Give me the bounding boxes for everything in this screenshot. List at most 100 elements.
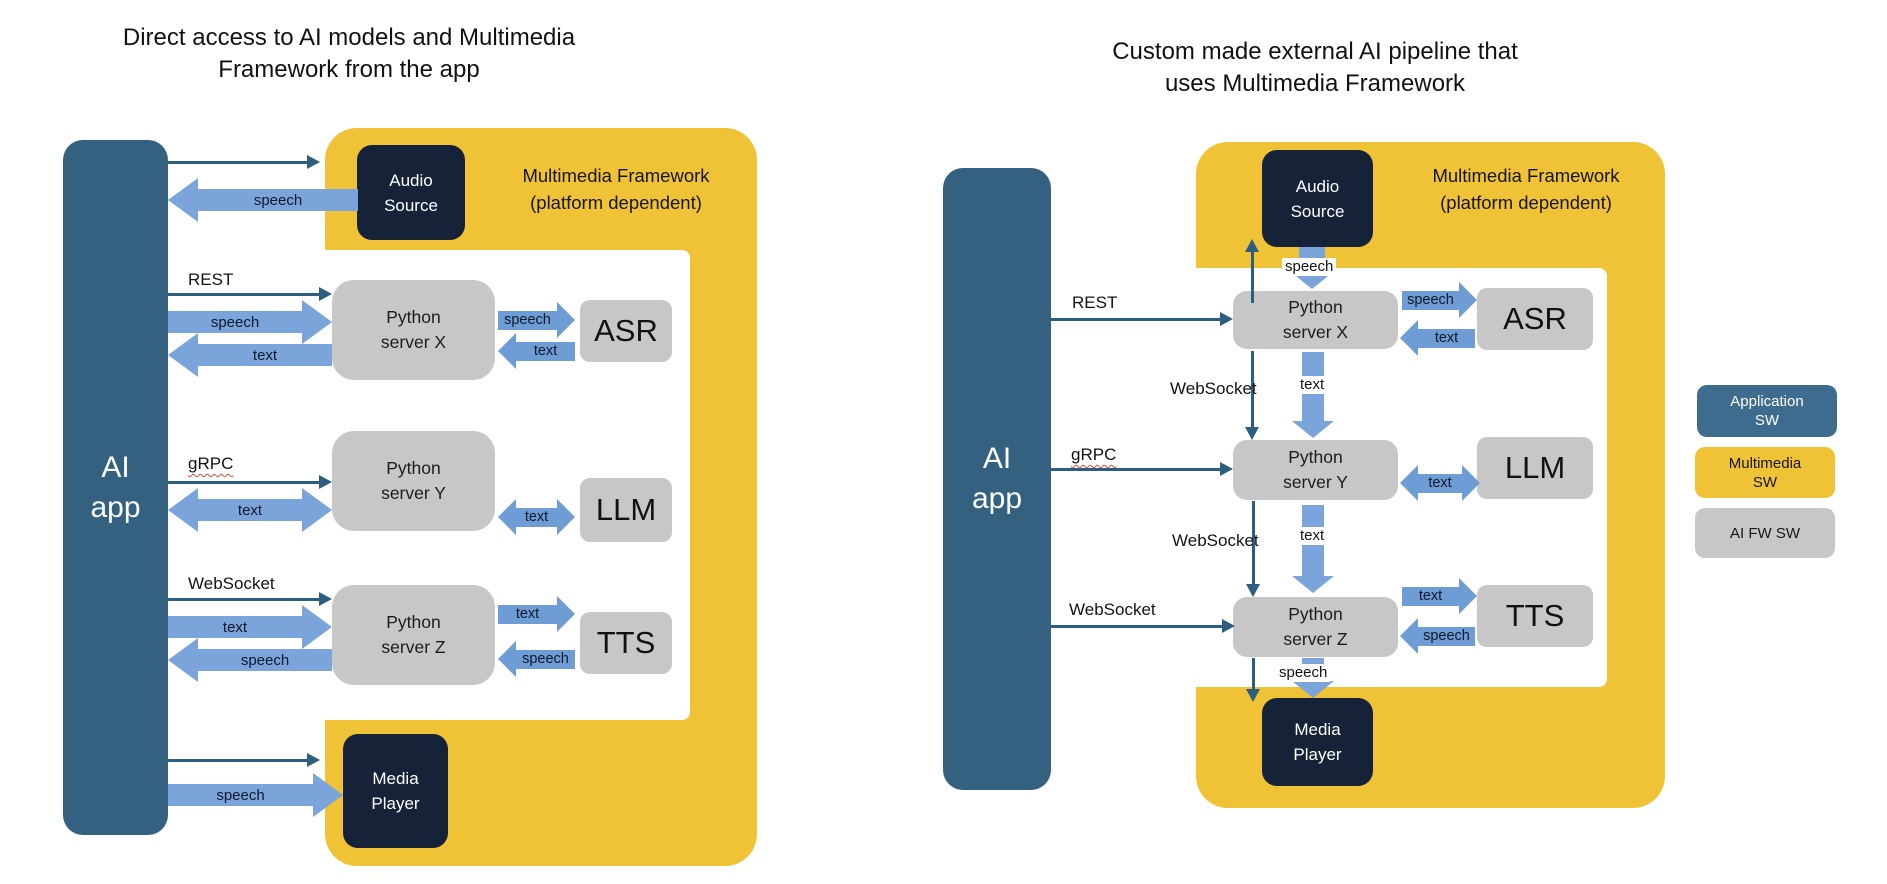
arrow-head-right-icon [557, 596, 575, 632]
left-text-arrow-server-z-to-tts: text [498, 596, 575, 632]
right-text-label-x-y: text [1297, 376, 1328, 394]
arrow-head-right-icon [557, 302, 575, 338]
right-text-arrow-server-y-llm-bidirectional: text [1400, 465, 1480, 501]
right-text-arrow-server-x-to-server-y [1292, 352, 1334, 438]
left-text-arrow-server-y-llm-bidirectional: text [498, 499, 575, 535]
left-rest-label: REST [188, 270, 234, 289]
legend-ai-fw-sw: AI FW SW [1695, 508, 1835, 558]
left-framework-label: Multimedia Framework (platform dependent… [522, 165, 710, 213]
arrow-head-right-icon [302, 300, 332, 344]
arrow-head-left-icon [168, 178, 198, 222]
arrow-head-left-icon [1400, 320, 1418, 356]
arrow-label: text [533, 343, 558, 359]
arrow-label: text [1428, 475, 1452, 491]
right-thin-arrow-rest [1051, 312, 1233, 326]
right-speech-label-media-player: speech [1276, 664, 1331, 682]
left-python-server-z-box: Python server Z [332, 585, 495, 685]
arrow-label: speech [210, 313, 260, 331]
arrow-head-right-icon [1459, 578, 1477, 614]
arrow-head-left-icon [168, 638, 198, 682]
legend-application-sw: Application SW [1697, 385, 1837, 437]
right-python-server-y-box: Python server Y [1233, 440, 1398, 500]
left-media-player-box: Media Player [343, 734, 448, 848]
arrow-label: text [1434, 330, 1459, 346]
arrow-label: text [237, 501, 263, 519]
right-python-server-x-box: Python server X [1233, 291, 1398, 349]
right-grpc-label: gRPC [1071, 445, 1117, 464]
arrow-head-right-icon [557, 499, 575, 535]
right-rest-label: REST [1072, 293, 1118, 312]
right-asr-box: ASR [1477, 288, 1593, 350]
arrow-head-left-icon [498, 499, 516, 535]
legend-multimedia-sw: Multimedia SW [1695, 447, 1835, 498]
left-text-arrow-app-to-server-z: text [168, 605, 332, 649]
left-speech-arrow-app-to-media-player: speech [168, 773, 343, 817]
left-ai-app-box: AI app [63, 140, 168, 835]
arrow-head-left-icon [168, 333, 198, 377]
arrow-label: speech [1423, 628, 1470, 644]
arrow-head-right-icon [302, 605, 332, 649]
arrow-label: text [515, 606, 540, 622]
right-text-label-y-z: text [1297, 527, 1328, 545]
right-thin-arrow-server-z-to-media-player [1246, 658, 1260, 702]
arrow-label: text [222, 618, 248, 636]
left-speech-arrow-server-x-to-asr: speech [498, 302, 575, 338]
arrow-head-down-icon [1292, 421, 1334, 438]
left-speech-arrow-server-z-to-app: speech [168, 638, 332, 682]
left-audio-source-box: Audio Source [357, 145, 465, 240]
left-websocket-label: WebSocket [188, 574, 275, 593]
right-thin-arrow-websocket-app-to-z [1051, 619, 1235, 633]
right-text-arrow-server-z-to-tts: text [1402, 578, 1477, 614]
left-tts-box: TTS [580, 612, 672, 674]
right-media-player-box: Media Player [1262, 698, 1373, 786]
arrow-label: speech [1407, 292, 1454, 308]
left-speech-arrow-tts-to-server-z: speech [498, 641, 575, 677]
arrow-head-right-icon [302, 488, 332, 532]
arrow-head-right-icon [313, 773, 343, 817]
right-websocket-label-x-y: WebSocket [1170, 379, 1257, 398]
left-title: Direct access to AI models and Multimedi… [122, 24, 576, 83]
arrow-head-right-icon [1459, 282, 1477, 318]
arrow-label: text [252, 346, 278, 364]
arrow-label: speech [522, 651, 569, 667]
left-python-server-x-box: Python server X [332, 280, 495, 380]
right-ai-app-box: AI app [943, 168, 1051, 790]
right-title: Custom made external AI pipeline that us… [1112, 38, 1518, 97]
arrow-head-left-icon [1400, 618, 1418, 654]
right-websocket-label-y-z: WebSocket [1172, 531, 1259, 550]
left-python-server-y-box: Python server Y [332, 431, 495, 531]
left-thin-arrow-websocket [168, 592, 332, 606]
arrow-head-down-icon [1292, 681, 1334, 698]
arrow-label: text [1418, 588, 1443, 604]
left-speech-arrow-app-to-server-x: speech [168, 300, 332, 344]
left-speech-arrow-audio-source-to-app: speech [168, 178, 358, 222]
left-text-arrow-asr-to-server-x: text [498, 333, 575, 369]
right-speech-arrow-server-x-to-asr: speech [1402, 282, 1477, 318]
arrow-label: speech [216, 786, 265, 804]
arrow-label: speech [504, 312, 551, 328]
right-python-server-z-box: Python server Z [1233, 597, 1398, 657]
left-thin-arrow-rest [168, 287, 332, 301]
right-audio-source-box: Audio Source [1262, 150, 1373, 247]
right-text-arrow-server-y-to-server-z [1292, 505, 1334, 593]
right-thin-arrow-server-x-to-audio-source [1245, 239, 1259, 303]
arrow-head-right-icon [1462, 465, 1480, 501]
arrow-head-left-icon [168, 488, 198, 532]
left-text-arrow-app-server-y-bidirectional: text [168, 488, 332, 532]
arrow-head-left-icon [498, 641, 516, 677]
left-thin-arrow-grpc [168, 475, 332, 489]
right-websocket-label-app-z: WebSocket [1069, 600, 1156, 619]
left-thin-arrow-app-to-media-player [168, 753, 320, 767]
right-llm-box: LLM [1477, 437, 1593, 499]
left-text-arrow-server-x-to-app: text [168, 333, 332, 377]
arrow-head-left-icon [498, 333, 516, 369]
arrow-head-left-icon [1400, 465, 1418, 501]
arrow-head-down-icon [1292, 576, 1334, 593]
arrow-label: speech [253, 191, 303, 209]
arrow-label: speech [240, 651, 290, 669]
right-thin-arrow-grpc [1051, 462, 1233, 476]
arrow-head-down-icon [1291, 272, 1333, 289]
arrow-label: text [524, 509, 549, 525]
right-speech-label-audio: speech [1282, 258, 1337, 276]
